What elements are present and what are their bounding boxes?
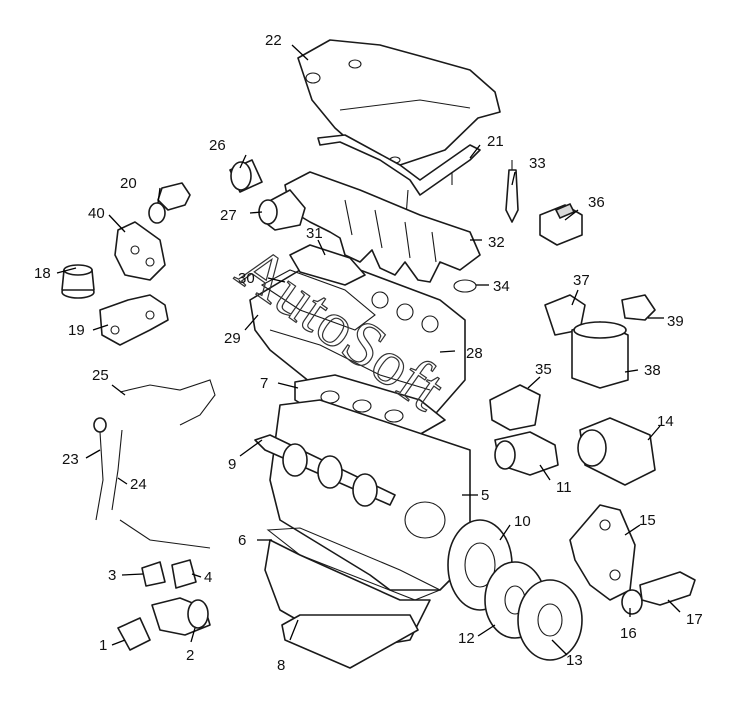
coolant-hose — [119, 379, 216, 426]
engine-mount-upper — [148, 182, 191, 224]
valve-cover-gasket — [260, 269, 376, 331]
callout-40: 40 — [88, 205, 105, 222]
callout-1: 1 — [99, 637, 107, 654]
oil-sump — [264, 539, 431, 669]
callout-13: 13 — [566, 652, 583, 669]
hydraulic-mount — [61, 264, 95, 299]
callout-15: 15 — [639, 512, 656, 529]
callout-36: 36 — [588, 194, 605, 211]
starter-motor — [577, 417, 656, 486]
callout-3: 3 — [108, 567, 116, 584]
callout-6: 6 — [238, 532, 246, 549]
callout-21: 21 — [487, 133, 504, 150]
callout-labels: 1 2 3 4 5 6 7 8 9 10 11 12 13 14 15 16 1… — [34, 32, 703, 674]
callout-39: 39 — [667, 313, 684, 330]
callout-38: 38 — [644, 362, 661, 379]
callout-10: 10 — [514, 513, 531, 530]
mount-support — [99, 294, 169, 346]
thermostat-housing — [151, 597, 211, 636]
callout-20: 20 — [120, 175, 137, 192]
callout-9: 9 — [228, 456, 236, 473]
sensor-bracket — [544, 294, 586, 336]
glow-plug — [505, 160, 519, 223]
callout-11: 11 — [556, 479, 572, 496]
throttle-body — [258, 189, 306, 231]
clutch-disc — [517, 579, 583, 661]
callout-34: 34 — [493, 278, 510, 295]
coolant-cap — [141, 561, 166, 587]
mount-bracket — [114, 221, 166, 281]
callout-23: 23 — [62, 451, 79, 468]
callout-2: 2 — [186, 647, 194, 664]
camshaft-cover — [289, 244, 366, 286]
coolant-sensor — [171, 559, 197, 589]
oil-dipstick — [93, 417, 107, 521]
callout-35: 35 — [535, 361, 552, 378]
injection-pump — [494, 431, 559, 476]
callout-16: 16 — [620, 625, 637, 642]
relay-module — [539, 202, 583, 246]
engine-cover — [297, 39, 501, 166]
callout-12: 12 — [458, 630, 475, 647]
solenoid-valve — [621, 294, 656, 321]
torque-rod — [639, 571, 696, 606]
callout-29: 29 — [224, 330, 241, 347]
callout-26: 26 — [209, 137, 226, 154]
filter-housing — [571, 321, 629, 389]
callout-18: 18 — [34, 265, 51, 282]
callout-33: 33 — [529, 155, 546, 172]
crankshaft — [254, 434, 396, 507]
callout-37: 37 — [573, 272, 590, 289]
callout-25: 25 — [92, 367, 109, 384]
callout-32: 32 — [488, 234, 505, 251]
callout-31: 31 — [306, 225, 323, 242]
leader-lines — [56, 44, 681, 656]
callout-17: 17 — [686, 611, 703, 628]
dipstick-tube — [111, 429, 211, 549]
injection-pump-bracket — [489, 384, 541, 431]
callout-30: 30 — [238, 270, 255, 287]
callout-8: 8 — [277, 657, 285, 674]
callout-22: 22 — [265, 32, 282, 49]
callout-27: 27 — [220, 207, 237, 224]
callout-14: 14 — [657, 413, 674, 430]
callout-5: 5 — [481, 487, 489, 504]
seal-ring — [453, 279, 477, 293]
callout-24: 24 — [130, 476, 147, 493]
hose-connector — [117, 617, 151, 651]
gearbox-mount-bracket — [569, 504, 636, 601]
callout-7: 7 — [260, 375, 268, 392]
mount-bushing — [621, 589, 643, 615]
throttle-housing — [229, 159, 263, 193]
callout-28: 28 — [466, 345, 483, 362]
callout-19: 19 — [68, 322, 85, 339]
intake-manifold — [284, 171, 481, 283]
callout-4: 4 — [204, 569, 212, 586]
